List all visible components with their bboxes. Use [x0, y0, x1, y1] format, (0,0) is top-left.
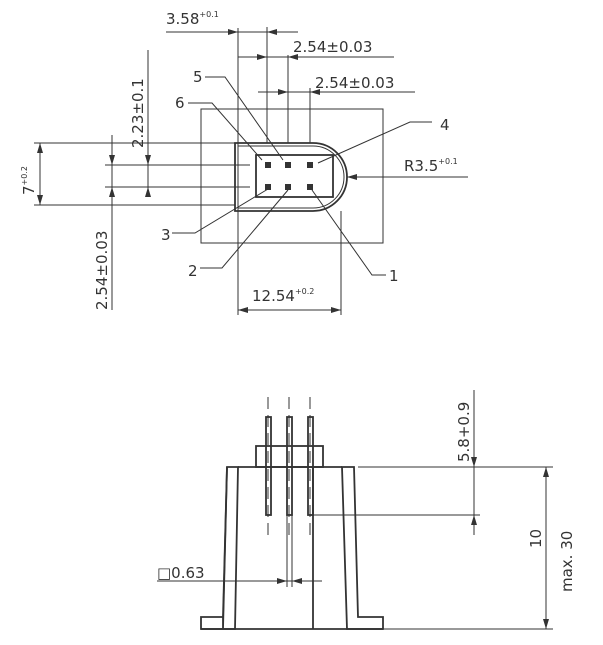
side-view: □0.63 5.8+0.9 10 max. 30 [157, 390, 576, 630]
dim-3-58: 3.58+0.1 [166, 10, 219, 28]
dim-r3-5: R3.5+0.1 [404, 157, 458, 175]
dim-2-54-b: 2.54±0.03 [315, 74, 394, 92]
dim-5-8: 5.8+0.9 [455, 402, 473, 462]
pin-label-2: 2 [188, 262, 198, 280]
pin-label-4: 4 [440, 116, 450, 134]
dim-max-30: max. 30 [558, 531, 576, 592]
dim-0-63: □0.63 [157, 564, 205, 582]
dim-2-23: 2.23±0.1 [129, 78, 147, 148]
dim-10: 10 [527, 529, 545, 548]
side-pins [265, 416, 314, 516]
dim-2-54-a: 2.54±0.03 [293, 38, 372, 56]
pin-label-5: 5 [193, 68, 203, 86]
dim-2-54-vertical: 2.54±0.03 [93, 231, 111, 310]
dim-7: 7+0.2 [20, 166, 38, 195]
top-view: 3.58+0.1 2.54±0.03 2.54±0.03 2.23±0.1 7+… [20, 10, 468, 315]
housing-outline [200, 108, 384, 244]
pin-carrier [255, 445, 324, 468]
pin-label-6: 6 [175, 94, 185, 112]
pins [265, 162, 313, 190]
pin-label-1: 1 [389, 267, 399, 285]
pin-label-3: 3 [161, 226, 171, 244]
socket-outline [234, 142, 348, 212]
pin-block [255, 154, 334, 198]
dim-12-54: 12.54+0.2 [252, 287, 314, 305]
